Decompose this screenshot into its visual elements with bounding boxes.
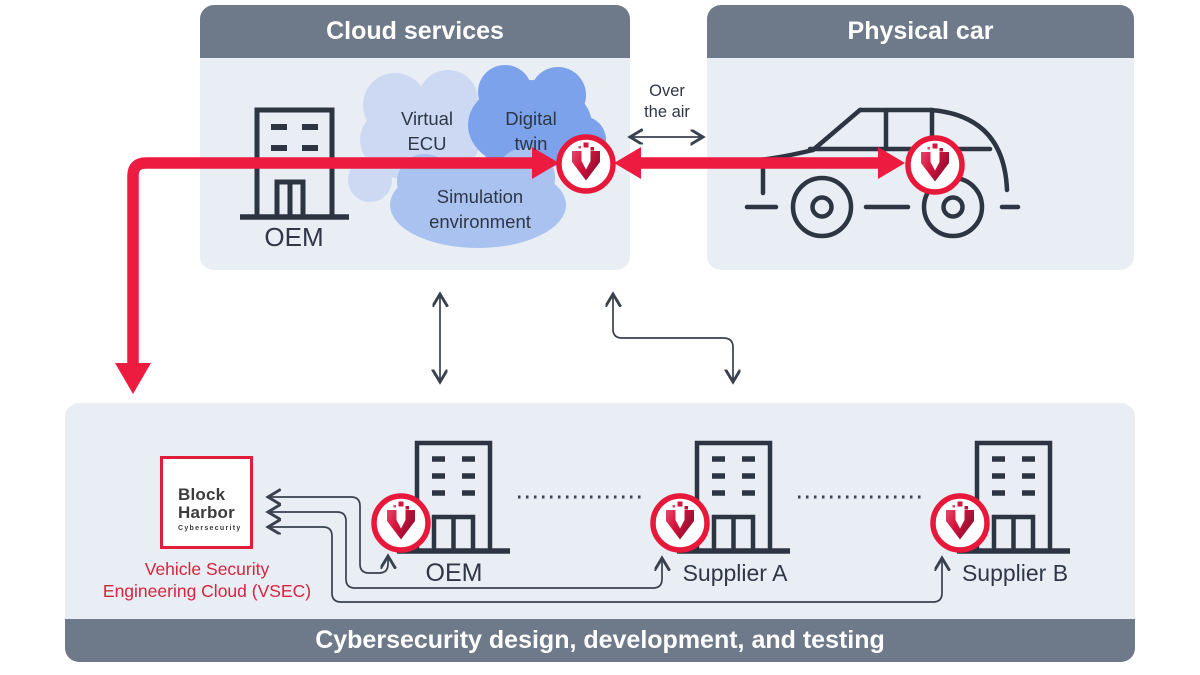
over-the-air-label: Over the air xyxy=(644,82,690,121)
physical-car-title: Physical car xyxy=(847,17,994,45)
supplier-a-label: Supplier A xyxy=(682,560,788,586)
red-arrowhead-down-to-vsec xyxy=(115,363,151,394)
oem-top-label: OEM xyxy=(264,222,324,252)
block-harbor-logo: Block Harbor Cybersecurity xyxy=(160,456,253,549)
simulation-environment-label: Simulation environment xyxy=(429,186,531,232)
cloud-services-header: Cloud services xyxy=(200,5,630,58)
physical-car-panel: Physical car xyxy=(707,5,1134,270)
block-harbor-logo-tagline: Cybersecurity xyxy=(178,525,242,532)
oem-bottom-label: OEM xyxy=(425,559,483,587)
cloud-services-title: Cloud services xyxy=(326,17,504,45)
cybersecurity-bar-title: Cybersecurity design, development, and t… xyxy=(315,626,885,654)
physical-car-header: Physical car xyxy=(707,5,1134,58)
cloud-vsec-zigzag-arrow xyxy=(613,294,733,382)
block-harbor-logo-line2: Harbor xyxy=(178,503,235,522)
vsec-caption-line1: Vehicle Security xyxy=(144,559,270,579)
digital-twin-label: Digital twin xyxy=(505,108,557,154)
supplier-b-label: Supplier B xyxy=(961,560,1069,586)
vsec-caption: Vehicle Security Engineering Cloud (VSEC… xyxy=(78,558,336,602)
virtual-ecu-label: Virtual ECU xyxy=(400,108,454,154)
vsec-caption-line2: Engineering Cloud (VSEC) xyxy=(102,581,312,601)
block-harbor-logo-line1: Block xyxy=(178,485,226,504)
cybersecurity-bar: Cybersecurity design, development, and t… xyxy=(65,619,1135,662)
